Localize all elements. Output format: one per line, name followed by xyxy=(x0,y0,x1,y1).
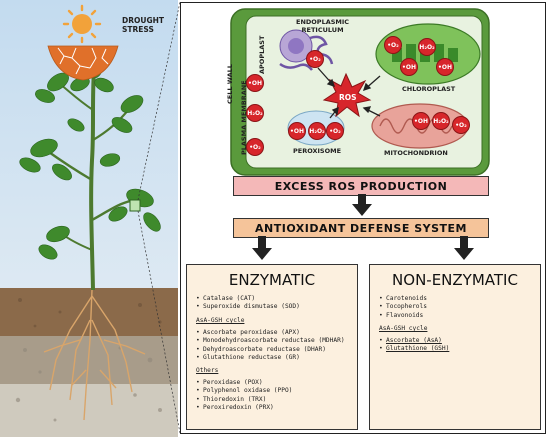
drought-stress-label: DROUGHT STRESS xyxy=(122,16,164,34)
stem xyxy=(89,69,96,291)
superoxide-er: •O₂ xyxy=(306,50,324,68)
hydrogen-peroxide-apoplast: H₂O₂ xyxy=(246,104,264,122)
enzymatic-title: ENZYMATIC xyxy=(228,271,316,289)
hydroxyl-mitochondrion: •OH xyxy=(412,112,430,130)
list-item: Peroxidase (POX) xyxy=(196,379,292,388)
non-enzymatic-asa-heading: AsA-GSH cycle xyxy=(379,325,428,332)
hydroxyl-peroxisome: •OH xyxy=(288,122,306,140)
list-item: Dehydroascorbate reductase (DHAR) xyxy=(196,346,345,355)
antioxidant-defense-bar: ANTIOXIDANT DEFENSE SYSTEM xyxy=(233,218,489,238)
soil-bottom-layer xyxy=(0,384,178,437)
zoom-marker xyxy=(129,199,141,212)
excess-ros-bar: EXCESS ROS PRODUCTION xyxy=(233,176,489,196)
superoxide-apoplast: •O₂ xyxy=(246,138,264,156)
sun-icon xyxy=(62,4,102,44)
endoplasmic-reticulum-shape xyxy=(279,29,334,71)
list-item: Superoxide dismutase (SOD) xyxy=(196,303,300,312)
soil-top-layer xyxy=(0,288,178,340)
list-item: Glutathione reductase (GR) xyxy=(196,354,345,363)
hydroxyl-chloroplast: •OH xyxy=(400,58,418,76)
cell-wall-label: CELL WALL xyxy=(226,64,234,104)
er-label-line2: RETICULUM xyxy=(301,26,344,34)
non-enzymatic-title: NON-ENZYMATIC xyxy=(392,271,518,289)
ros-arrows xyxy=(317,67,381,119)
drought-label-line2: STRESS xyxy=(122,25,154,34)
enzymatic-asa-list: Ascorbate peroxidase (APX) Monodehydroas… xyxy=(196,329,345,363)
list-item: Thioredoxin (TRX) xyxy=(196,396,292,405)
list-item: Ascorbate (AsA) xyxy=(379,337,449,346)
apoplast-label: APOPLAST xyxy=(258,35,266,74)
enzymatic-others-heading: Others xyxy=(196,367,219,374)
down-arrow-1 xyxy=(352,194,372,216)
cell-diagram xyxy=(230,8,490,176)
list-item: Peroxiredoxin (PRX) xyxy=(196,404,292,413)
hydroxyl-radical-apoplast: •OH xyxy=(246,74,264,92)
list-item: Monodehydroascorbate reductase (MDHAR) xyxy=(196,337,345,346)
chloroplast-label: CHLOROPLAST xyxy=(402,85,456,93)
enzymatic-top-list: Catalase (CAT) Superoxide dismutase (SOD… xyxy=(196,295,300,312)
enzymatic-asa-heading: AsA-GSH cycle xyxy=(196,317,245,324)
superoxide-mitochondrion: •O₂ xyxy=(452,116,470,134)
down-arrow-left xyxy=(252,236,272,260)
enzymatic-card: ENZYMATIC Catalase (CAT) Superoxide dism… xyxy=(186,264,358,430)
asa-item-text: Ascorbate (AsA) xyxy=(386,337,442,344)
superoxide-peroxisome: •O₂ xyxy=(326,122,344,140)
list-item: Ascorbate peroxidase (APX) xyxy=(196,329,345,338)
non-enzymatic-asa-list: Ascorbate (AsA) Glutathione (GSH) xyxy=(379,337,449,354)
hydroxyl-chloroplast-2: •OH xyxy=(436,58,454,76)
plant-scene xyxy=(0,0,178,437)
mitochondrion-label: MITOCHONDRION xyxy=(384,149,448,157)
roots xyxy=(43,289,146,421)
list-item: Tocopherols xyxy=(379,303,427,312)
ros-label: ROS xyxy=(339,93,357,102)
superoxide-chloroplast: •O₂ xyxy=(384,36,402,54)
peroxide-mitochondrion: H₂O₂ xyxy=(432,112,450,130)
er-label-line1: ENDOPLASMIC xyxy=(296,18,350,26)
peroxide-chloroplast: H₂O₂ xyxy=(418,38,436,56)
detail-panel xyxy=(180,2,546,434)
list-item: Catalase (CAT) xyxy=(196,295,300,304)
peroxide-peroxisome: H₂O₂ xyxy=(308,122,326,140)
list-item: Carotenoids xyxy=(379,295,427,304)
list-item: Polyphenol oxidase (PPO) xyxy=(196,387,292,396)
er-label: ENDOPLASMIC RETICULUM xyxy=(296,18,349,34)
gsh-item-text: Glutathione (GSH) xyxy=(386,345,450,353)
non-enzymatic-card: NON-ENZYMATIC Carotenoids Tocopherols Fl… xyxy=(369,264,541,430)
peroxisome-label: PEROXISOME xyxy=(293,147,342,155)
list-item: Flavonoids xyxy=(379,312,427,321)
drought-label-line1: DROUGHT xyxy=(122,16,165,25)
enzymatic-others-list: Peroxidase (POX) Polyphenol oxidase (PPO… xyxy=(196,379,292,413)
list-item: Glutathione (GSH) xyxy=(379,345,450,354)
cracked-soil-icon xyxy=(47,45,119,81)
down-arrow-right xyxy=(454,236,474,260)
non-enzymatic-top-list: Carotenoids Tocopherols Flavonoids xyxy=(379,295,427,321)
